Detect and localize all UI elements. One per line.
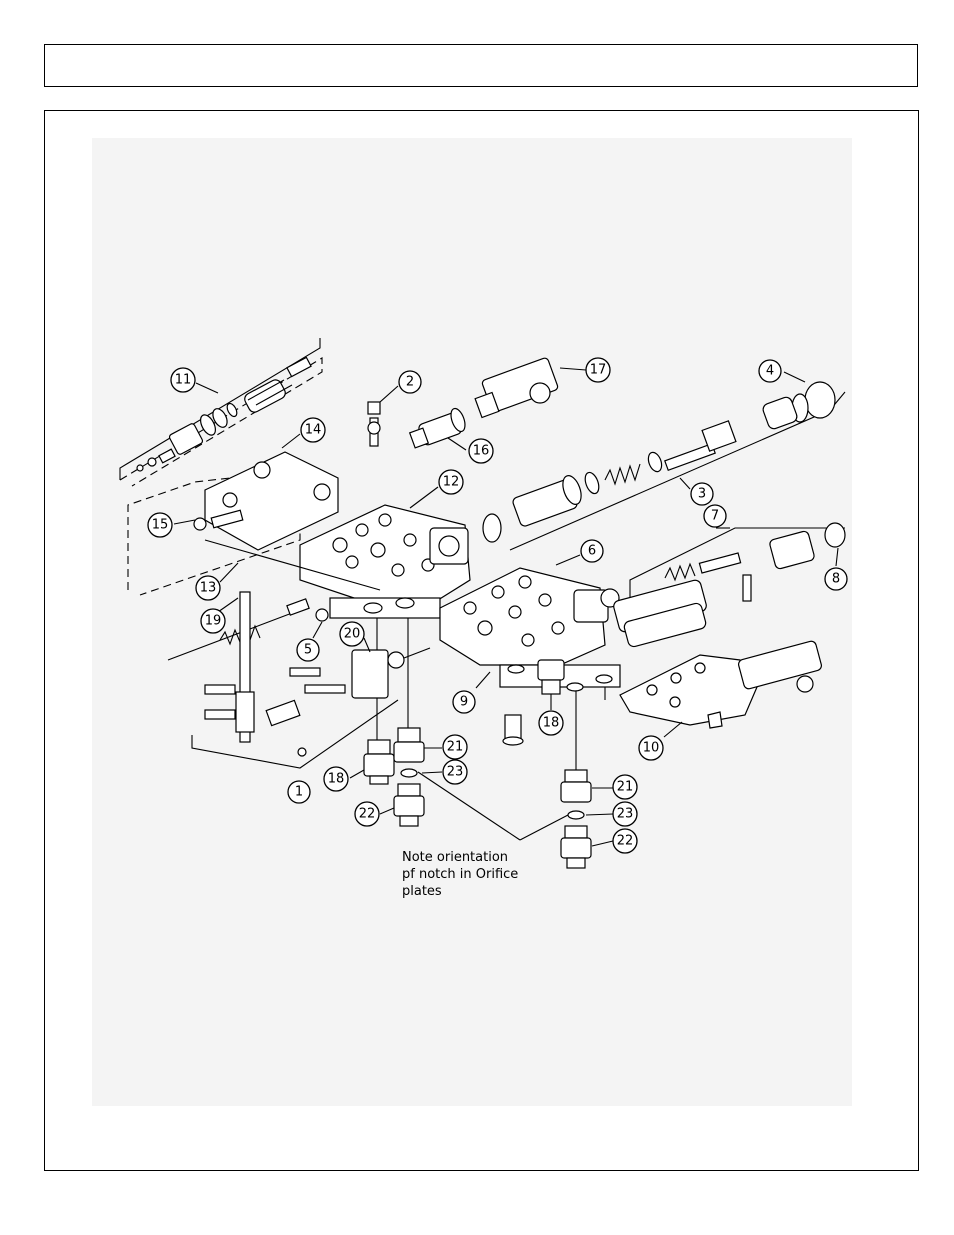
misc-pins [204,608,346,757]
fittings-bottom-right [560,769,592,869]
note-line-1: Note orientation [402,850,509,865]
callout-14: 14 [300,417,326,443]
note-line-3: plates [402,884,442,899]
callouts: 11 2 17 4 14 16 12 3 7 15 13 6 8 19 5 20… [147,357,848,854]
callout-2: 2 [398,370,422,394]
section-12 [299,504,502,619]
svg-text:22: 22 [617,834,634,849]
bracket-11 [119,338,321,480]
callout-11: 11 [170,367,196,393]
callout-22-right: 22 [612,828,638,854]
group-brackets [119,338,846,841]
callout-8: 8 [824,567,848,591]
svg-text:11: 11 [175,373,192,388]
svg-text:6: 6 [588,544,596,559]
callout-7: 7 [703,504,727,528]
callout-19: 19 [200,608,226,634]
end-cap-10 [619,640,822,729]
callout-5: 5 [296,638,320,662]
callout-15: 15 [147,512,173,538]
svg-text:10: 10 [643,741,660,756]
callout-16: 16 [468,438,494,464]
orientation-note: Note orientation pf notch in Orifice pla… [402,849,562,900]
fitting-18-center [502,659,565,746]
svg-text:19: 19 [205,614,222,629]
spool-3 [512,420,737,527]
section-6 [439,567,621,692]
callout-21-left: 21 [442,734,468,760]
svg-text:5: 5 [304,643,312,658]
svg-text:18: 18 [328,772,345,787]
callout-17: 17 [585,357,611,383]
svg-text:8: 8 [832,572,840,587]
callout-23-right: 23 [612,801,638,827]
callout-6: 6 [580,539,604,563]
leader-lines [173,367,839,847]
svg-text:9: 9 [460,695,468,710]
callout-18-center: 18 [538,710,564,736]
note-line-2: pf notch in Orifice [402,867,519,882]
callout-10: 10 [638,735,664,761]
part-2 [367,401,381,447]
spool-7 [613,522,846,648]
svg-text:15: 15 [152,518,169,533]
callout-3: 3 [690,482,714,506]
header-box [44,44,918,87]
svg-text:1: 1 [295,785,303,800]
bracket-7 [629,527,845,598]
note-leader-1 [417,771,521,841]
diagram-frame [44,110,919,1171]
svg-text:21: 21 [447,740,464,755]
callout-13: 13 [195,575,221,601]
svg-text:16: 16 [473,444,490,459]
svg-text:4: 4 [766,364,774,379]
svg-text:12: 12 [443,475,460,490]
callout-9: 9 [452,690,476,714]
svg-text:23: 23 [447,765,464,780]
callout-20: 20 [339,621,365,647]
callout-18-left: 18 [323,766,349,792]
linkage-19-13 [167,509,381,743]
callout-1: 1 [287,780,311,804]
svg-text:2: 2 [406,375,414,390]
callout-23-left: 23 [442,759,468,785]
part-17 [474,357,559,419]
seal-kit-11 [136,356,312,472]
svg-text:13: 13 [200,581,217,596]
part-4 [762,381,836,430]
svg-text:3: 3 [698,487,706,502]
bracket-1 [191,699,399,769]
svg-text:14: 14 [305,423,322,438]
svg-text:18: 18 [543,716,560,731]
svg-text:22: 22 [359,807,376,822]
svg-text:17: 17 [590,363,607,378]
part-16 [408,407,466,449]
svg-text:23: 23 [617,807,634,822]
svg-text:21: 21 [617,780,634,795]
callout-4: 4 [758,359,782,383]
valve-parts [136,356,846,869]
callout-21-right: 21 [612,774,638,800]
callout-12: 12 [438,469,464,495]
fittings-bottom-left [363,727,425,827]
bracket-20 [351,647,431,699]
callout-22-left: 22 [354,801,380,827]
note-leader-2 [519,814,569,841]
svg-text:7: 7 [711,509,719,524]
svg-text:20: 20 [344,627,361,642]
end-cap-14 [204,451,339,551]
